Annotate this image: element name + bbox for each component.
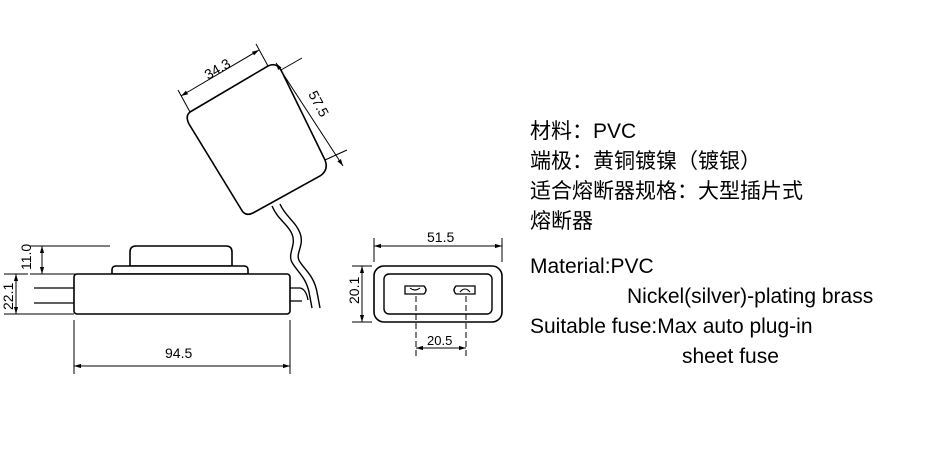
dim-fuse-box-width-label: 34.3	[202, 55, 234, 83]
dim-end-width: 51.5	[373, 229, 503, 262]
spec-cn-terminal: 端极：黄铜镀镍（镀银）	[530, 150, 761, 173]
end-view-drawing	[373, 265, 503, 323]
spec-cn-fuse-line2: 熔断器	[530, 210, 593, 233]
dim-body-height: 22.1	[0, 273, 74, 315]
spec-cn-material: 材料：PVC	[530, 120, 637, 143]
side-view-drawing	[34, 245, 309, 315]
spec-en-fuse-line2: sheet fuse	[682, 345, 779, 368]
dim-top-height-label: 11.0	[18, 244, 34, 270]
dim-end-height: 20.1	[346, 265, 372, 323]
dim-body-length: 94.5	[73, 320, 291, 374]
dim-terminal-pitch: 20.5	[415, 296, 467, 356]
spec-en-material: Material:PVC	[530, 255, 654, 278]
dim-end-height-label: 20.1	[346, 277, 362, 304]
dim-terminal-pitch-label: 20.5	[427, 333, 452, 348]
spec-en-terminal: Nickel(silver)-plating brass	[627, 285, 874, 308]
dim-body-length-label: 94.5	[165, 345, 192, 361]
spec-en-fuse-line1: Suitable fuse:Max auto plug-in	[530, 315, 813, 338]
spec-cn-fuse-line1: 适合熔断器规格：大型插片式	[530, 180, 803, 203]
dim-body-height-label: 22.1	[0, 283, 16, 310]
dim-end-width-label: 51.5	[427, 229, 454, 245]
dim-top-height: 11.0	[18, 244, 110, 275]
